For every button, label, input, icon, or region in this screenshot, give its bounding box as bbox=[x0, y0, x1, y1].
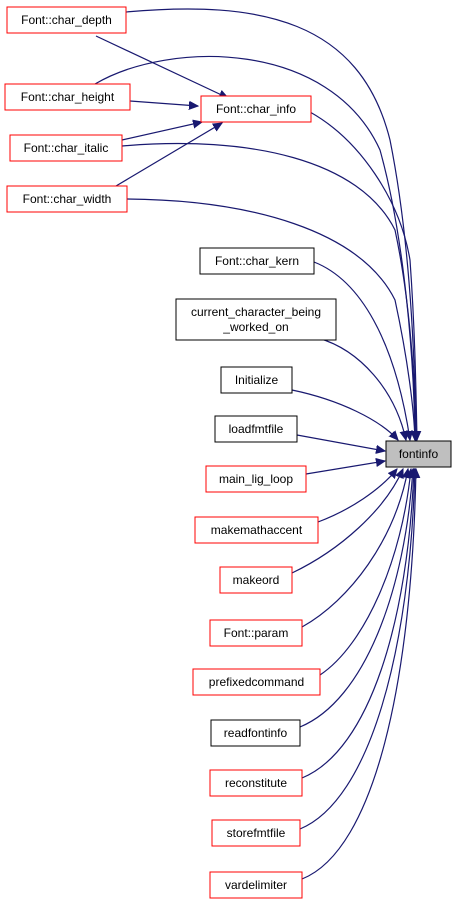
node-prefixedcommand[interactable]: prefixedcommand bbox=[192, 668, 321, 696]
edge-char-depth-to-char-info bbox=[95, 35, 228, 99]
node-main-lig-loop[interactable]: main_lig_loop bbox=[205, 465, 307, 493]
nodes: fontinfo Font::char_depth Font::char_hei… bbox=[4, 6, 452, 899]
node-label: reconstitute bbox=[225, 776, 287, 790]
edge-char-height-to-fontinfo bbox=[94, 55, 415, 440]
edge-readfontinfo-to-fontinfo bbox=[299, 469, 413, 728]
node-label: makemathaccent bbox=[211, 523, 303, 537]
edge-char-italic-to-char-info bbox=[121, 122, 202, 141]
node-param[interactable]: Font::param bbox=[209, 619, 303, 647]
node-label: Font::char_kern bbox=[215, 254, 299, 268]
edge-storefmtfile-to-fontinfo bbox=[299, 469, 415, 830]
node-char-info[interactable]: Font::char_info bbox=[200, 95, 312, 123]
edge-char-italic-to-fontinfo bbox=[121, 142, 416, 440]
node-char-italic[interactable]: Font::char_italic bbox=[9, 134, 123, 162]
edge-reconstitute-to-fontinfo bbox=[301, 469, 414, 779]
node-loadfmtfile[interactable]: loadfmtfile bbox=[214, 415, 298, 443]
node-label: makeord bbox=[233, 573, 280, 587]
node-fontinfo[interactable]: fontinfo bbox=[385, 440, 452, 468]
node-char-kern[interactable]: Font::char_kern bbox=[199, 247, 315, 275]
edge-param-to-fontinfo bbox=[301, 469, 408, 628]
node-current-character-being-worked-on[interactable]: current_character_being _worked_on bbox=[175, 298, 337, 341]
node-label: readfontinfo bbox=[224, 726, 288, 740]
edge-makeord-to-fontinfo bbox=[291, 469, 404, 574]
edge-char-width-to-char-info bbox=[115, 123, 222, 187]
edge-char-width-to-fontinfo bbox=[126, 198, 415, 440]
node-reconstitute[interactable]: reconstitute bbox=[209, 769, 303, 797]
node-initialize[interactable]: Initialize bbox=[220, 366, 293, 394]
node-label: vardelimiter bbox=[225, 878, 287, 892]
node-label: main_lig_loop bbox=[219, 472, 293, 486]
node-char-depth[interactable]: Font::char_depth bbox=[6, 6, 127, 34]
edge-main-lig-loop-to-fontinfo bbox=[305, 461, 385, 475]
node-makeord[interactable]: makeord bbox=[219, 566, 293, 594]
node-makemathaccent[interactable]: makemathaccent bbox=[194, 516, 319, 544]
node-label: Font::char_depth bbox=[21, 13, 112, 27]
node-label: Font::char_info bbox=[216, 102, 296, 116]
node-label: loadfmtfile bbox=[229, 422, 284, 436]
node-label: Initialize bbox=[235, 373, 279, 387]
edge-loadfmtfile-to-fontinfo bbox=[296, 434, 385, 451]
node-label: storefmtfile bbox=[227, 826, 286, 840]
edge-initialize-to-fontinfo bbox=[291, 389, 398, 440]
edge-makemathaccent-to-fontinfo bbox=[317, 469, 397, 523]
node-label: prefixedcommand bbox=[209, 675, 304, 689]
edge-vardelimiter-to-fontinfo bbox=[301, 469, 416, 880]
node-label-line2: _worked_on bbox=[222, 320, 288, 334]
edges bbox=[94, 8, 417, 880]
node-char-width[interactable]: Font::char_width bbox=[6, 185, 128, 213]
node-label: Font::char_italic bbox=[24, 141, 109, 155]
node-storefmtfile[interactable]: storefmtfile bbox=[211, 819, 301, 847]
node-char-height[interactable]: Font::char_height bbox=[4, 83, 131, 111]
edge-char-depth-to-fontinfo bbox=[125, 8, 416, 440]
node-vardelimiter[interactable]: vardelimiter bbox=[209, 871, 303, 899]
edge-prefixedcommand-to-fontinfo bbox=[319, 469, 411, 676]
edge-char-height-to-char-info bbox=[129, 100, 198, 106]
edge-char-info-to-fontinfo bbox=[309, 111, 417, 440]
node-label: Font::char_height bbox=[21, 90, 115, 104]
node-label: Font::param bbox=[224, 626, 289, 640]
node-label: fontinfo bbox=[399, 447, 439, 461]
node-readfontinfo[interactable]: readfontinfo bbox=[210, 719, 301, 747]
edge-current-char-to-fontinfo bbox=[317, 337, 406, 440]
edge-char-kern-to-fontinfo bbox=[313, 261, 410, 440]
node-label: Font::char_width bbox=[23, 192, 112, 206]
node-label: current_character_being bbox=[191, 305, 321, 319]
